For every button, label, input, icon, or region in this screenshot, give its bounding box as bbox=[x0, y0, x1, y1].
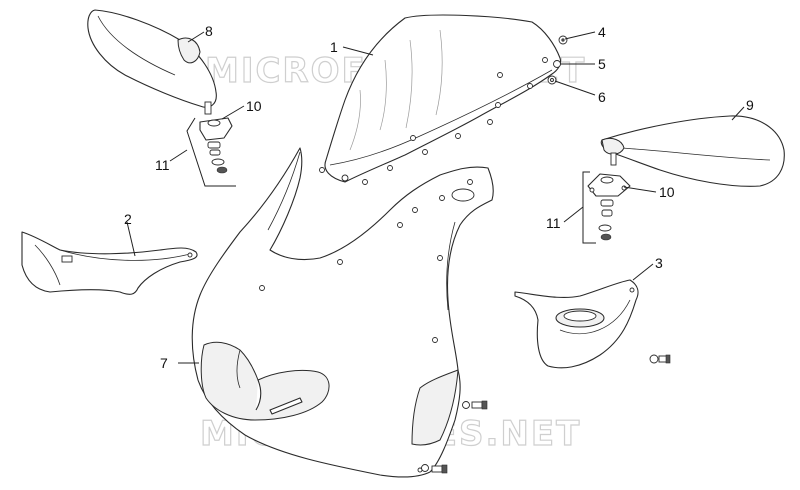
callout-8: 8 bbox=[205, 23, 213, 39]
callout-7: 7 bbox=[160, 355, 168, 371]
mirror-left bbox=[87, 9, 217, 115]
callout-2: 2 bbox=[124, 211, 132, 227]
screw-fairing-upper bbox=[462, 400, 488, 410]
callout-10-left: 10 bbox=[246, 98, 262, 114]
callout-1: 1 bbox=[330, 39, 338, 55]
mirror-hardware-left bbox=[207, 141, 228, 174]
screw-fairing-lower bbox=[421, 464, 448, 474]
washer-6 bbox=[547, 75, 557, 85]
callout-5: 5 bbox=[598, 56, 606, 72]
grommet-5 bbox=[553, 60, 561, 68]
screw-duct-right bbox=[649, 354, 671, 364]
bracket-11-left bbox=[186, 117, 236, 187]
side-duct-left bbox=[21, 231, 198, 295]
callout-3: 3 bbox=[655, 255, 663, 271]
leader-lines bbox=[126, 31, 745, 364]
callout-4: 4 bbox=[598, 24, 606, 40]
upper-fairing bbox=[191, 147, 494, 478]
callout-6: 6 bbox=[598, 89, 606, 105]
mirror-right bbox=[600, 115, 785, 187]
screw-4 bbox=[558, 35, 568, 45]
side-duct-right bbox=[514, 279, 639, 369]
mirror-hardware-right bbox=[598, 199, 614, 241]
callout-11-left: 11 bbox=[155, 157, 170, 173]
callout-11-right: 11 bbox=[546, 215, 561, 231]
mirror-mount-right bbox=[587, 173, 631, 197]
callout-10-right: 10 bbox=[659, 184, 675, 200]
mirror-mount-left bbox=[199, 117, 233, 141]
callout-9: 9 bbox=[746, 97, 754, 113]
windshield bbox=[319, 14, 562, 185]
